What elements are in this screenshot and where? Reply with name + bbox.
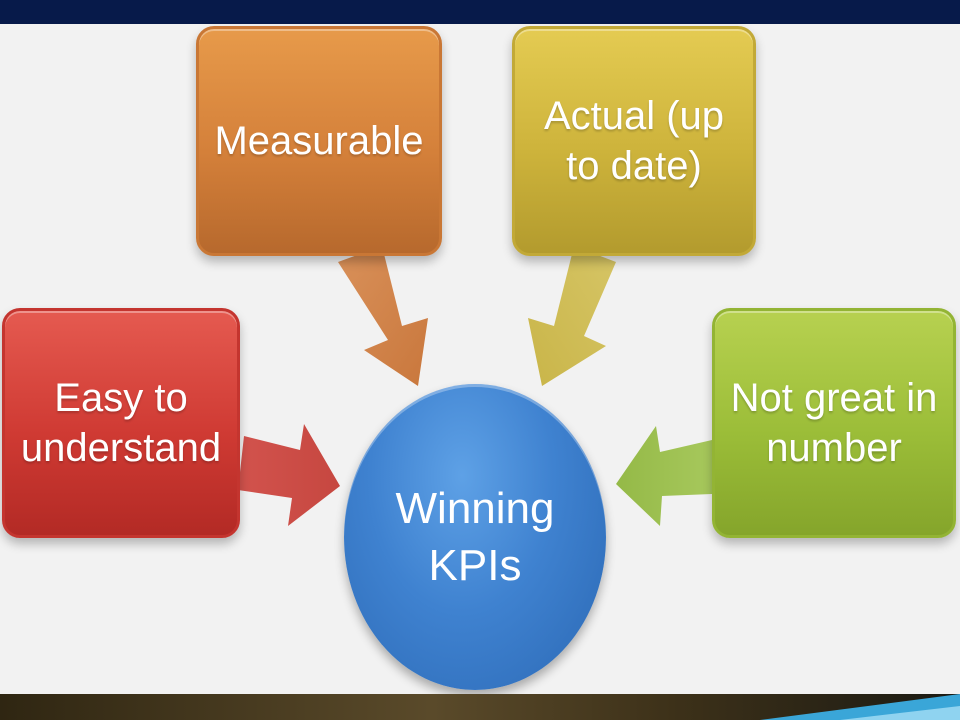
arrow-notgreat bbox=[616, 426, 712, 526]
node-easy-label-line2: understand bbox=[20, 426, 222, 470]
node-actual-label-line1: Actual (up bbox=[543, 94, 725, 138]
node-actual: Actual (up to date) bbox=[512, 26, 756, 256]
arrow-easy bbox=[238, 424, 340, 526]
bottom-accent-stripe-light bbox=[840, 706, 960, 720]
bottom-banner bbox=[0, 694, 960, 720]
center-node-label-line2: KPIs bbox=[428, 541, 522, 590]
node-actual-label-line2: to date) bbox=[566, 144, 702, 188]
arrow-actual bbox=[528, 246, 616, 386]
center-node: Winning KPIs bbox=[344, 384, 606, 690]
top-banner bbox=[0, 0, 960, 24]
node-easy-label-line1: Easy to bbox=[54, 376, 188, 420]
arrow-measurable bbox=[338, 246, 428, 386]
node-measurable-label: Measurable bbox=[214, 119, 424, 163]
node-notgreat-label-line1: Not great in bbox=[730, 376, 938, 420]
center-node-label-line1: Winning bbox=[395, 483, 555, 533]
node-notgreat: Not great in number bbox=[712, 308, 956, 538]
node-measurable: Measurable bbox=[196, 26, 442, 256]
node-easy: Easy to understand bbox=[2, 308, 240, 538]
node-notgreat-label-line2: number bbox=[766, 426, 902, 470]
